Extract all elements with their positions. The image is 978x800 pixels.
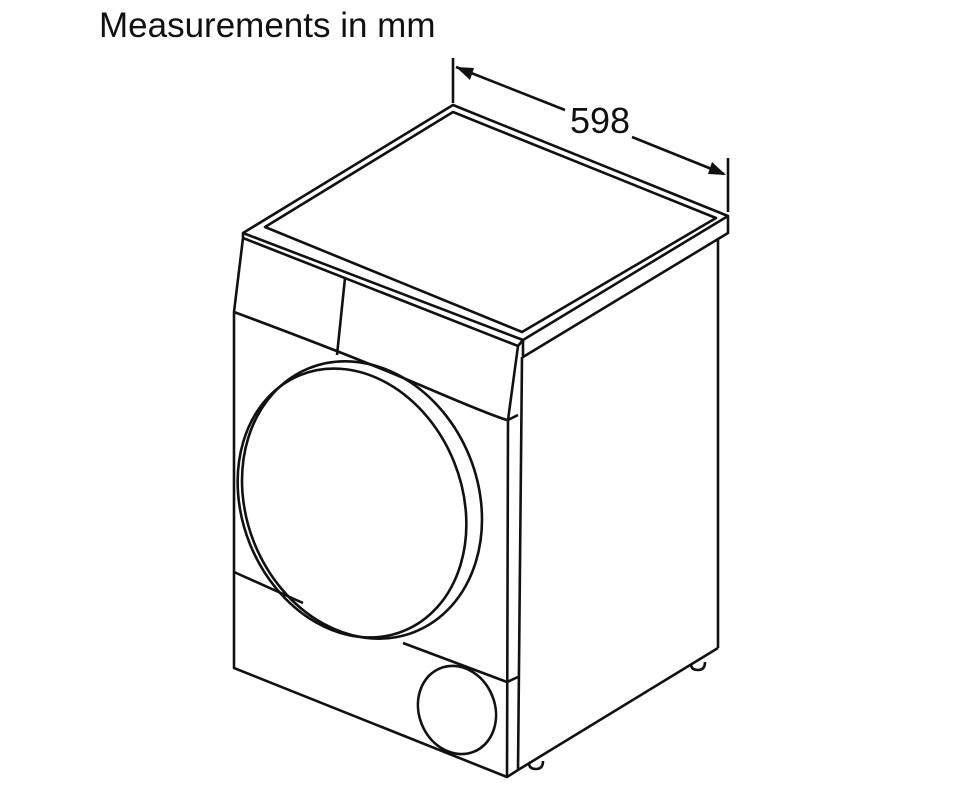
filter-cover	[416, 664, 498, 756]
top-worktop	[241, 103, 730, 359]
foot	[689, 661, 707, 672]
control-panel-divider	[335, 277, 347, 356]
width-dimension	[451, 58, 730, 212]
diagram-title: Measurements in mm	[99, 6, 436, 45]
door	[236, 360, 484, 640]
side-panel	[516, 238, 720, 772]
foot	[527, 760, 545, 771]
front-panel	[232, 237, 520, 779]
width-dimension-label: 598	[570, 100, 631, 141]
